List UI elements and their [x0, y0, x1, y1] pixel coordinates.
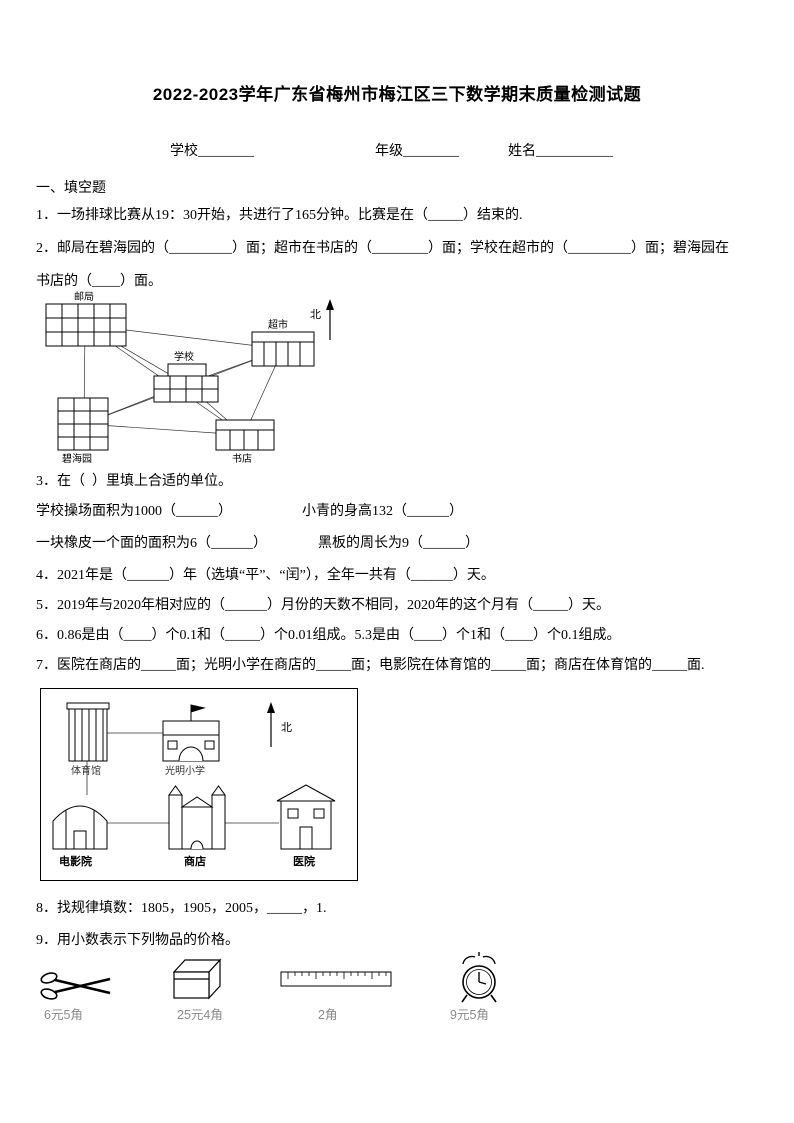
- map1-label-supermarket: 超市: [268, 318, 288, 331]
- hospital-building: [276, 784, 336, 850]
- question-4: 4．2021年是（______）年（选填“平”、“闰”），全年一共有（_____…: [36, 568, 495, 583]
- primary-school-building: [162, 704, 220, 762]
- grade-field: 年级________: [375, 144, 459, 159]
- map1-label-school: 学校: [174, 350, 194, 363]
- map2-label-cinema: 电影院: [59, 854, 92, 868]
- post-office-building: [45, 303, 127, 347]
- ruler-icon: [280, 968, 392, 995]
- map2-label-primary-school: 光明小学: [165, 764, 205, 777]
- map2-label-shop: 商店: [184, 854, 206, 868]
- question-2-line-1: 2．邮局在碧海园的（_________）面；超市在书店的（________）面；…: [36, 241, 729, 256]
- question-5: 5．2019年与2020年相对应的（______）月份的天数不相同，2020年的…: [36, 598, 610, 613]
- gym-building: [66, 702, 110, 762]
- question-8: 8．找规律填数：1805，1905，2005，_____，1.: [36, 901, 327, 916]
- price-scissors: 6元5角: [44, 1008, 83, 1022]
- pencil-box-icon: [170, 956, 224, 1007]
- question-3-item-2: 小青的身高132（______）: [302, 504, 463, 519]
- question-1: 1．一场排球比赛从19：30开始，共进行了165分钟。比赛是在（_____）结束…: [36, 208, 523, 223]
- cinema-building: [52, 805, 108, 850]
- page-title: 2022-2023学年广东省梅州市梅江区三下数学期末质量检测试题: [152, 85, 642, 104]
- map2-label-hospital: 医院: [293, 854, 315, 868]
- question-6: 6．0.86是由（____）个0.1和（_____）个0.01组成。5.3是由（…: [36, 628, 621, 643]
- section-heading: 一、填空题: [36, 181, 106, 196]
- question-3: 3．在（ ）里填上合适的单位。: [36, 474, 232, 489]
- north-arrow-icon: [267, 702, 275, 747]
- question-3-item-3: 一块橡皮一个面的面积为6（______）: [36, 536, 267, 551]
- map-diagram-1-svg: 邮局 超市 学校: [45, 290, 334, 465]
- question-2-line-2: 书店的（____）面。: [36, 274, 162, 289]
- map1-label-north: 北: [310, 308, 321, 321]
- price-pencil-box: 25元4角: [177, 1008, 223, 1022]
- price-clock: 9元5角: [450, 1008, 489, 1022]
- map-diagram-2: 体育馆 光明小学 北: [40, 688, 358, 881]
- map2-label-north: 北: [281, 721, 292, 734]
- question-3-item-4: 黑板的周长为9（______）: [318, 536, 479, 551]
- map-diagram-2-svg: 体育馆 光明小学 北: [52, 702, 336, 868]
- question-9: 9．用小数表示下列物品的价格。: [36, 933, 239, 948]
- bookstore-building: [215, 419, 275, 451]
- map2-connection-lines: [86, 732, 279, 824]
- scissors-icon: [38, 968, 112, 1009]
- map1-label-post-office: 邮局: [74, 290, 94, 303]
- question-7: 7．医院在商店的_____面；光明小学在商店的_____面；电影院在体育馆的__…: [36, 658, 705, 673]
- map1-label-bookstore: 书店: [232, 452, 252, 465]
- price-ruler: 2角: [318, 1008, 338, 1022]
- alarm-clock-icon: [455, 948, 503, 1011]
- supermarket-building: [251, 331, 315, 367]
- name-field: 姓名___________: [508, 144, 613, 159]
- map2-label-gym: 体育馆: [71, 764, 101, 777]
- map1-label-garden: 碧海园: [62, 452, 92, 465]
- north-arrow-icon: [326, 299, 334, 340]
- garden-building: [57, 397, 109, 451]
- school-building: [153, 363, 219, 403]
- map-diagram-1: 邮局 超市 学校: [38, 288, 360, 468]
- question-3-item-1: 学校操场面积为1000（______）: [36, 504, 232, 519]
- shop-building: [168, 785, 226, 850]
- school-field: 学校________: [170, 144, 254, 159]
